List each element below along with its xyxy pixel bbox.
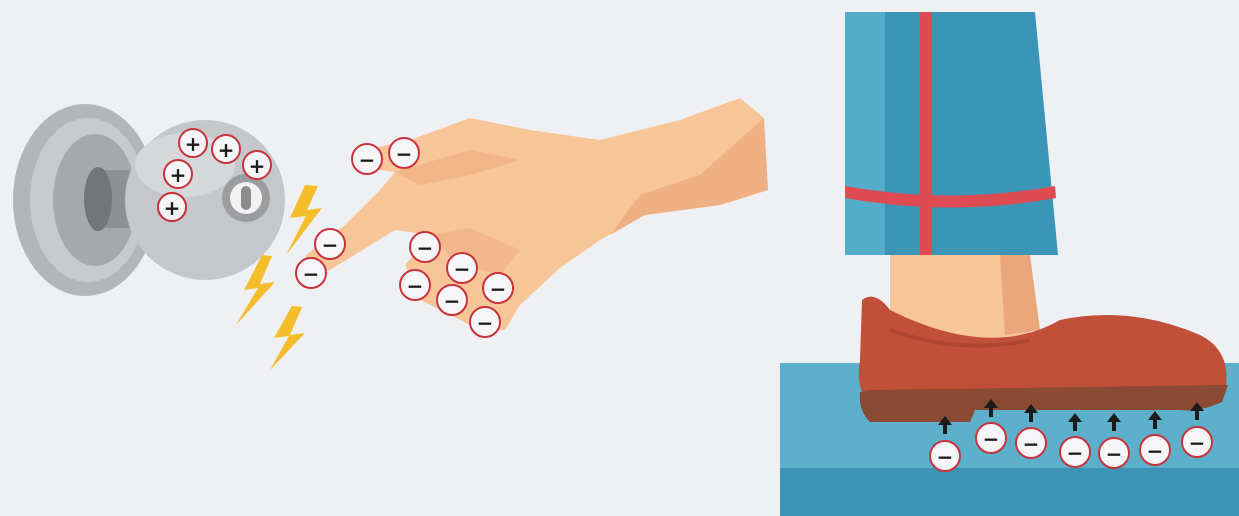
door-knob-icon [13, 104, 285, 296]
svg-text:−: − [322, 233, 339, 257]
negative-charge: − [314, 228, 346, 260]
svg-text:−: − [1106, 442, 1123, 466]
spark-icon [236, 185, 322, 370]
negative-charge: − [1059, 436, 1091, 468]
negative-charge: − [1015, 427, 1047, 459]
svg-text:−: − [1147, 439, 1164, 463]
up-arrow-icon [1148, 411, 1162, 429]
negative-charge: − [1181, 426, 1213, 458]
negative-charge: − [1098, 437, 1130, 469]
negative-charge: − [482, 272, 514, 304]
svg-text:−: − [303, 262, 320, 286]
knob-charges: ++++++ [157, 128, 272, 222]
hand-charges: −−−−−−−−−− [295, 137, 514, 338]
negative-charge: − [975, 422, 1007, 454]
svg-text:−: − [490, 277, 507, 301]
hand-icon [305, 98, 768, 330]
sole-charges: −−−−−−− [929, 422, 1213, 472]
negative-charge: − [295, 257, 327, 289]
svg-text:−: − [1189, 431, 1206, 455]
up-arrow-icon [984, 399, 998, 417]
svg-text:−: − [1067, 441, 1084, 465]
negative-charge: − [351, 143, 383, 175]
svg-text:−: − [454, 257, 471, 281]
svg-text:−: − [937, 445, 954, 469]
svg-text:−: − [477, 311, 494, 335]
leg-icon [845, 12, 1058, 340]
up-arrow-icon [1068, 413, 1082, 431]
svg-text:+: + [218, 138, 235, 162]
positive-charge: + [178, 128, 208, 158]
svg-text:+: + [185, 132, 202, 156]
svg-text:+: + [170, 163, 187, 187]
svg-text:−: − [396, 142, 413, 166]
svg-text:−: − [444, 289, 461, 313]
negative-charge: − [399, 269, 431, 301]
svg-text:+: + [249, 154, 266, 178]
svg-text:−: − [983, 427, 1000, 451]
negative-charge: − [409, 231, 441, 263]
positive-charge: + [242, 150, 272, 180]
negative-charge: − [446, 252, 478, 284]
positive-charge: + [211, 134, 241, 164]
negative-charge: − [388, 137, 420, 169]
svg-text:−: − [359, 148, 376, 172]
up-arrow-icon [1107, 413, 1121, 431]
up-arrow-icon [938, 416, 952, 434]
positive-charge: + [163, 159, 193, 189]
svg-text:−: − [407, 274, 424, 298]
negative-charge: − [469, 306, 501, 338]
positive-charge: + [157, 192, 187, 222]
up-arrow-icon [1024, 404, 1038, 422]
svg-text:+: + [164, 196, 181, 220]
svg-text:−: − [1023, 432, 1040, 456]
up-arrow-icon [1190, 402, 1204, 420]
negative-charge: − [929, 440, 961, 472]
svg-text:−: − [417, 236, 434, 260]
negative-charge: − [1139, 434, 1171, 466]
negative-charge: − [436, 284, 468, 316]
sole-arrows [938, 399, 1204, 434]
shoe-icon [858, 296, 1228, 422]
